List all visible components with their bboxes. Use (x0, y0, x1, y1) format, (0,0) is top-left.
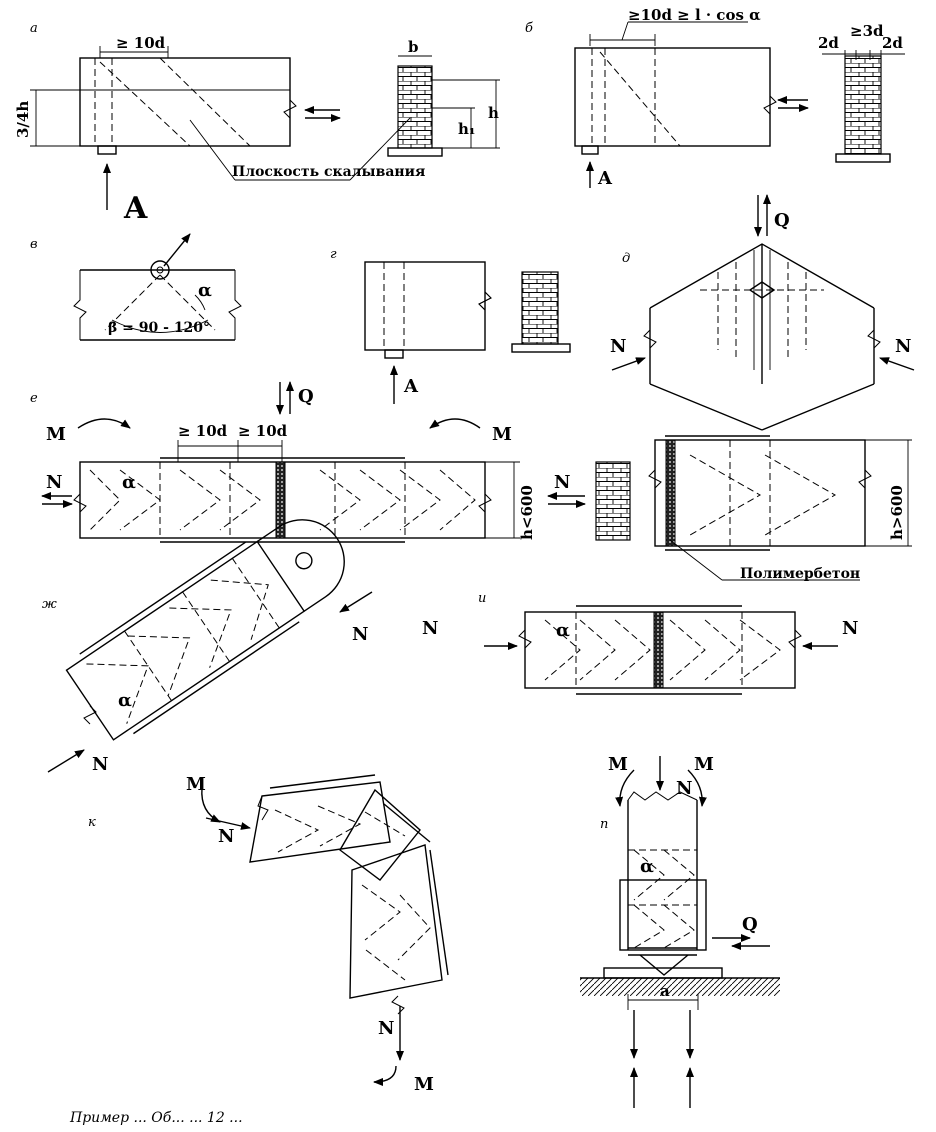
panel-label-d: д (622, 251, 630, 266)
panel-p: п α N M M Q a (580, 754, 780, 1108)
pin-node (150, 260, 170, 280)
panel-label-v: в (30, 237, 38, 252)
beam-end-b (574, 47, 771, 147)
panel-g: г A (330, 247, 571, 404)
dim-h-gt-600: h>600 (888, 485, 906, 540)
force-n-e-mid: N (554, 472, 570, 493)
dim-2d-left: 2d (818, 34, 839, 52)
force-n-e: N (46, 472, 62, 493)
panel-label-zh: ж (42, 597, 57, 612)
panel-label-b: б (525, 21, 533, 36)
panel-label-p: п (600, 817, 608, 832)
force-n-k-bottom: N (378, 1018, 394, 1039)
panel-label-g: г (330, 247, 337, 262)
note-shear-plane: Плоскость скалывания (232, 164, 425, 180)
figure-caption: Пример ... Об... ... 12 ... (70, 1110, 243, 1126)
force-n-i-left-label: N (422, 618, 438, 639)
dim-ge3d: ≥3d (850, 22, 884, 40)
panel-zh: ж α N N (42, 519, 373, 775)
label-alpha-i: α (556, 620, 570, 641)
panel-label-a: а (30, 21, 38, 36)
moment-m-p-right: M (694, 754, 714, 775)
moment-m-k-bottom: M (414, 1074, 434, 1095)
note-polymer-concrete: Полимербетон (740, 566, 860, 582)
panel-v: в α β = 90 - 120° (30, 233, 242, 341)
moment-m-e-left: M (46, 424, 66, 445)
brick-section-b (844, 55, 882, 155)
label-alpha-zh: α (118, 690, 132, 711)
dim-ge10d-e1: ≥ 10d (178, 422, 228, 440)
panel-k: к M N N M (88, 774, 449, 1095)
force-n-i-right: N (842, 618, 858, 639)
dim-three-quarter-h: 3/4h (14, 101, 32, 138)
panel-e: е α ≥ 10d ≥ 10d Q M M N h<600 (30, 381, 912, 582)
force-n-p: N (676, 778, 692, 799)
dim-h1: h₁ (458, 120, 475, 138)
dim-b: b (408, 38, 419, 56)
panel-label-e: е (30, 391, 38, 406)
reaction-label-a: A (123, 191, 148, 226)
moment-m-e-right: M (492, 424, 512, 445)
brick-section-e (595, 461, 631, 541)
panel-b: б ≥10d ≥ l · cos α A 2d ≥3d 2d (525, 6, 905, 189)
moment-m-p-left: M (608, 754, 628, 775)
force-q-p: Q (742, 914, 758, 935)
force-n-d-left: N (610, 336, 626, 357)
reaction-label-b: A (597, 168, 613, 189)
panel-a: а ≥ 10d 3/4h A b h h₁ (14, 21, 500, 226)
beam-end (79, 57, 291, 147)
dim-2d-right: 2d (882, 34, 903, 52)
brick-section-g (521, 271, 559, 345)
force-n-k-top: N (218, 826, 234, 847)
force-n-d-right: N (895, 336, 911, 357)
brick-section-a (397, 65, 433, 149)
label-alpha-e: α (122, 472, 136, 493)
dim-a: a (660, 982, 670, 1000)
dim-ge10d-l-cos: ≥10d ≥ l · cos α (628, 6, 761, 24)
panel-d: д Q N N (610, 194, 915, 431)
label-alpha-v: α (198, 280, 212, 301)
label-alpha-p: α (640, 856, 654, 877)
dim-h: h (488, 104, 499, 122)
force-n-zh-top: N (352, 624, 368, 645)
moment-m-k-top: M (186, 774, 206, 795)
dim-h-lt-600: h<600 (518, 485, 536, 540)
panel-label-i: и (478, 591, 486, 606)
force-q-d: Q (774, 210, 790, 231)
panel-label-k: к (88, 815, 96, 830)
reaction-label-g: A (403, 376, 419, 397)
force-n-zh-bottom: N (92, 754, 108, 775)
panel-i: и N α N (422, 591, 858, 695)
dim-beta: β = 90 - 120° (108, 320, 210, 336)
dim-ge10d-a: ≥ 10d (116, 34, 166, 52)
force-q-e: Q (298, 386, 314, 407)
dim-ge10d-e2: ≥ 10d (238, 422, 288, 440)
